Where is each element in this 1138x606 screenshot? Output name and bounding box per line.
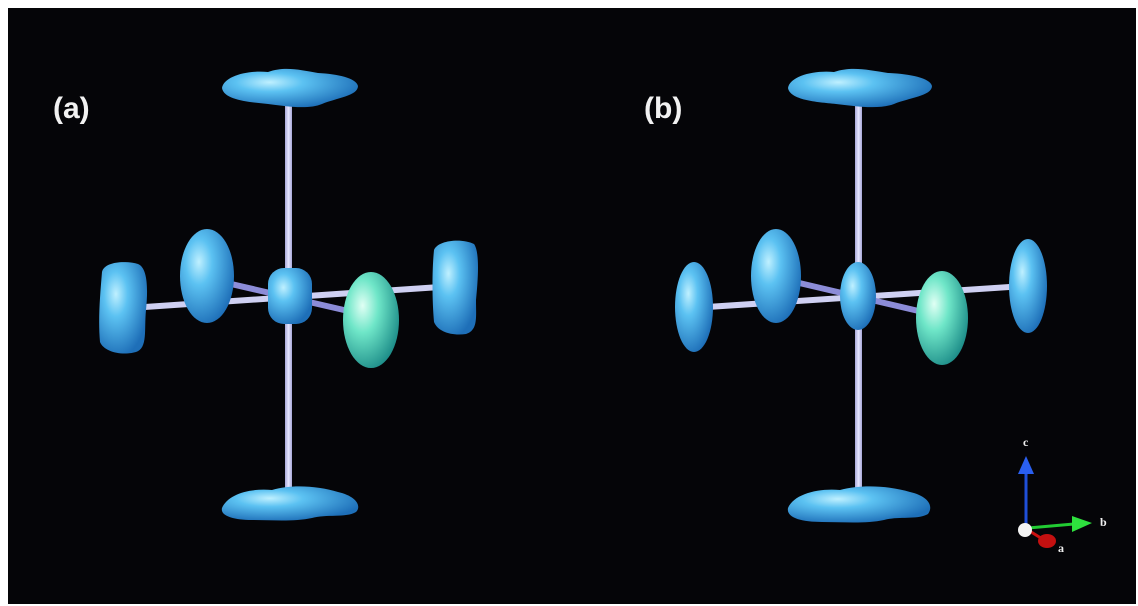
structure-b [675, 68, 1047, 523]
a-axis-label: a [1058, 541, 1064, 555]
lobe-left-b [675, 262, 713, 352]
lobe-top-b [788, 68, 932, 108]
b-axis-line [1027, 522, 1075, 530]
lobe-inner-left-b [751, 229, 801, 323]
center-atom-b [840, 262, 876, 330]
lobe-inner-right-b [916, 271, 968, 365]
b-axis-arrow [1072, 516, 1092, 532]
axis-triad: c b a [1018, 435, 1107, 555]
b-axis-label: b [1100, 515, 1107, 529]
lobe-bottom-b [787, 486, 931, 523]
c-axis-arrow [1018, 456, 1034, 474]
panel-a-label: (a) [53, 92, 90, 125]
origin-sphere [1018, 523, 1032, 537]
structure-a [99, 68, 478, 521]
lobe-top-a [222, 68, 358, 108]
c-axis-label: c [1023, 435, 1029, 449]
center-atom-a [268, 268, 312, 324]
lobe-bottom-a [221, 486, 359, 521]
lobe-right-b [1009, 239, 1047, 333]
lobe-left-a [99, 262, 148, 354]
lobe-inner-right-a [343, 272, 399, 368]
panel-b-label: (b) [644, 92, 683, 125]
lobe-right-a [432, 240, 478, 335]
a-axis-arrow [1038, 534, 1056, 548]
lobe-inner-left-a [180, 229, 234, 323]
